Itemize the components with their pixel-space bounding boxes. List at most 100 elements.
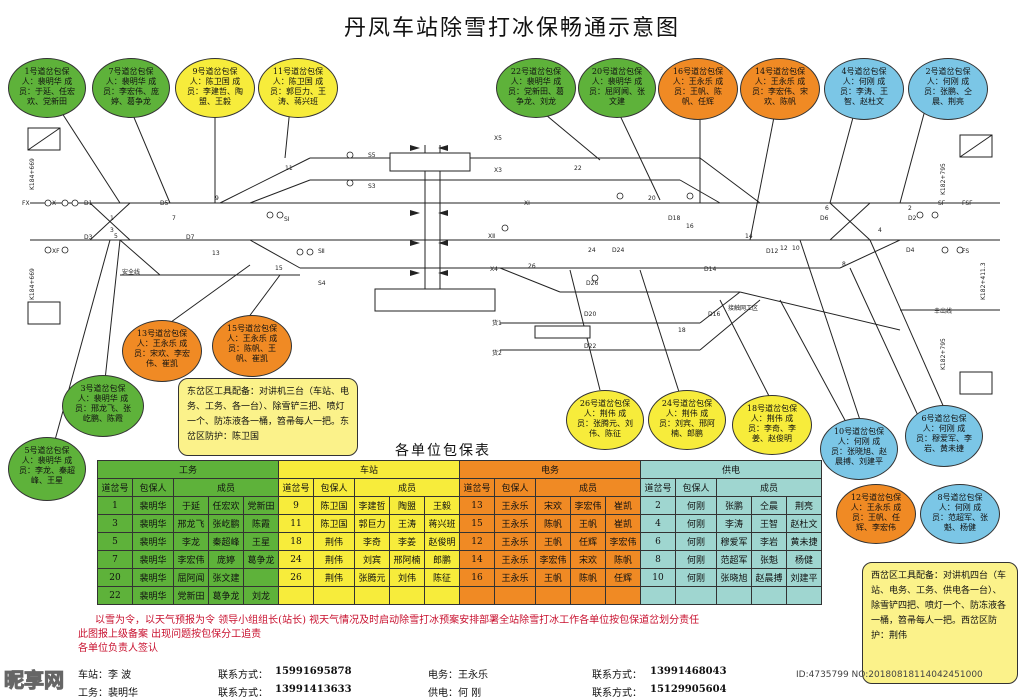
table-cell: 8	[640, 550, 676, 569]
label-xf: XF	[52, 248, 60, 255]
table-cell: 13	[459, 496, 495, 515]
label-x3: X3	[494, 167, 502, 174]
bubble-switch-20: 20号道岔包保人：裴明华 成员：屈阿闻、张文建	[578, 58, 656, 118]
label-d5: D5	[160, 200, 169, 207]
table-sub-header: 包保人	[132, 478, 174, 497]
table-sub-header: 成员	[173, 478, 279, 497]
table-cell: 王永乐	[494, 550, 536, 569]
label-fx: FX	[22, 200, 30, 207]
table-sub-header: 成员	[535, 478, 641, 497]
table-cell	[389, 586, 425, 605]
table-cell: 王帆	[535, 532, 571, 551]
label-s4: S4	[318, 280, 326, 287]
note-east-tools: 东岔区工具配备：对讲机三台（车站、电务、工务、各一台）、除雪铲三把、喷灯一个、防…	[178, 378, 358, 456]
table-cell: 24	[278, 550, 314, 569]
label-x1: XⅠ	[524, 200, 530, 207]
label-d14: D14	[704, 266, 716, 273]
table-cell	[424, 586, 460, 605]
page-title: 丹凤车站除雪打冰保畅通示意图	[343, 16, 680, 41]
table-cell	[243, 568, 279, 587]
switch-10: 10	[792, 245, 800, 252]
table-cell: 裴明华	[132, 568, 174, 587]
table-cell: 仝晨	[751, 496, 787, 515]
footer-contact3: 13991413633	[275, 684, 352, 695]
table-cell	[354, 586, 390, 605]
table-cell: 张腾元	[354, 568, 390, 587]
switch-22: 22	[574, 165, 582, 172]
table-cell: 王毅	[424, 496, 460, 515]
bubble-switch-14: 14号道岔包保人：王永乐 成员：李宏伟、宋欢、陈帆	[740, 58, 820, 120]
bubble-switch-16: 16号道岔包保人：王永乐 成员：王帆、陈帆、任辉	[658, 58, 738, 120]
table-cell	[716, 586, 752, 605]
table-cell: 7	[97, 550, 133, 569]
bubble-switch-9: 9号道岔包保人：陈卫国 成员：李建哲、陶盟、王毅	[175, 58, 255, 118]
table-cell: 14	[459, 550, 495, 569]
note-west-tools: 西岔区工具配备：对讲机四台（车站、电务、工务、供电各一台）、除雪铲四把、喷灯一个…	[862, 562, 1018, 684]
table-cell: 赵杜文	[786, 514, 822, 533]
table-cell: 陈霞	[243, 514, 279, 533]
table-title: 各单位包保表	[395, 443, 491, 459]
switch-12: 12	[780, 245, 788, 252]
table-cell: 2	[640, 496, 676, 515]
table-cell: 王星	[243, 532, 279, 551]
switch-5: 5	[114, 233, 118, 240]
label-x5: X5	[494, 135, 502, 142]
table-cell: 宋欢	[570, 550, 606, 569]
table-cell: 刘龙	[243, 586, 279, 605]
table-cell: 张屹鹏	[208, 514, 244, 533]
table-cell: 陶盟	[389, 496, 425, 515]
footer-gongdian: 供电：何 刚	[428, 688, 482, 699]
label-s2: SⅡ	[318, 248, 325, 255]
table-cell: 葛争龙	[208, 586, 244, 605]
label-huo1: 货1	[492, 319, 502, 327]
table-group-header: 车站	[278, 460, 460, 479]
label-x4: X4	[490, 266, 498, 273]
remark-line-3: 各单位负责人签认	[78, 643, 158, 654]
table-cell: 王永乐	[494, 514, 536, 533]
table-cell: 李宏伟	[173, 550, 209, 569]
table-cell: 10	[640, 568, 676, 587]
table-cell	[675, 586, 717, 605]
table-cell: 庞婷	[208, 550, 244, 569]
label-d18: D18	[668, 215, 680, 222]
table-cell: 任宏欢	[208, 496, 244, 515]
table-cell	[278, 586, 314, 605]
label-d6: D6	[820, 215, 829, 222]
table-cell: 蒋兴班	[424, 514, 460, 533]
label-fsf: FSF	[962, 200, 973, 207]
bubble-switch-1: 1号道岔包保人：裴明华 成员：于延、任宏欢、党新田	[8, 58, 86, 118]
table-group-header: 电务	[459, 460, 641, 479]
label-d3: D3	[84, 234, 93, 241]
bubble-switch-5: 5号道岔包保人：裴明华 成员：李龙、秦超峰、王星	[8, 437, 86, 501]
label-d20: D20	[584, 311, 596, 318]
table-cell: 荆伟	[313, 550, 355, 569]
footer-contact4: 15129905604	[650, 684, 727, 695]
footer-station: 车站：李 波	[78, 670, 132, 681]
table-cell: 李龙	[173, 532, 209, 551]
table-cell: 张晓旭	[716, 568, 752, 587]
table-cell: 李宏伟	[605, 532, 641, 551]
table-cell: 11	[278, 514, 314, 533]
table-sub-header: 包保人	[494, 478, 536, 497]
footer-contact2-label: 联系方式：	[592, 670, 642, 681]
table-sub-header: 道岔号	[278, 478, 314, 497]
table-cell: 荆伟	[313, 568, 355, 587]
bubble-switch-24: 24号道岔包保人：荆伟 成员：刘宾、邢阿楠、郎鹏	[648, 390, 726, 450]
bubble-switch-8: 8号道岔包保人：何刚 成员：范超军、张魁、杨健	[920, 484, 1000, 544]
table-cell: 4	[640, 514, 676, 533]
table-sub-header: 道岔号	[97, 478, 133, 497]
footer-contact1-label: 联系方式：	[218, 670, 268, 681]
label-s5: S5	[368, 152, 376, 159]
label-sf: SF	[938, 200, 946, 207]
label-d16: D16	[708, 311, 720, 318]
table-cell: 王涛	[389, 514, 425, 533]
table-cell: 赵俊明	[424, 532, 460, 551]
switch-18: 18	[678, 327, 686, 334]
bubble-switch-3: 3号道岔包保人：裴明华 成员：邢龙飞、张屹鹏、陈霞	[62, 375, 144, 437]
units-table: 工务车站电务供电道岔号包保人成员道岔号包保人成员道岔号包保人成员道岔号包保人成员…	[97, 460, 822, 605]
label-d2: D2	[908, 215, 917, 222]
table-cell	[535, 586, 571, 605]
label-safety-line: 安全线	[122, 268, 140, 276]
table-sub-header: 包保人	[675, 478, 717, 497]
